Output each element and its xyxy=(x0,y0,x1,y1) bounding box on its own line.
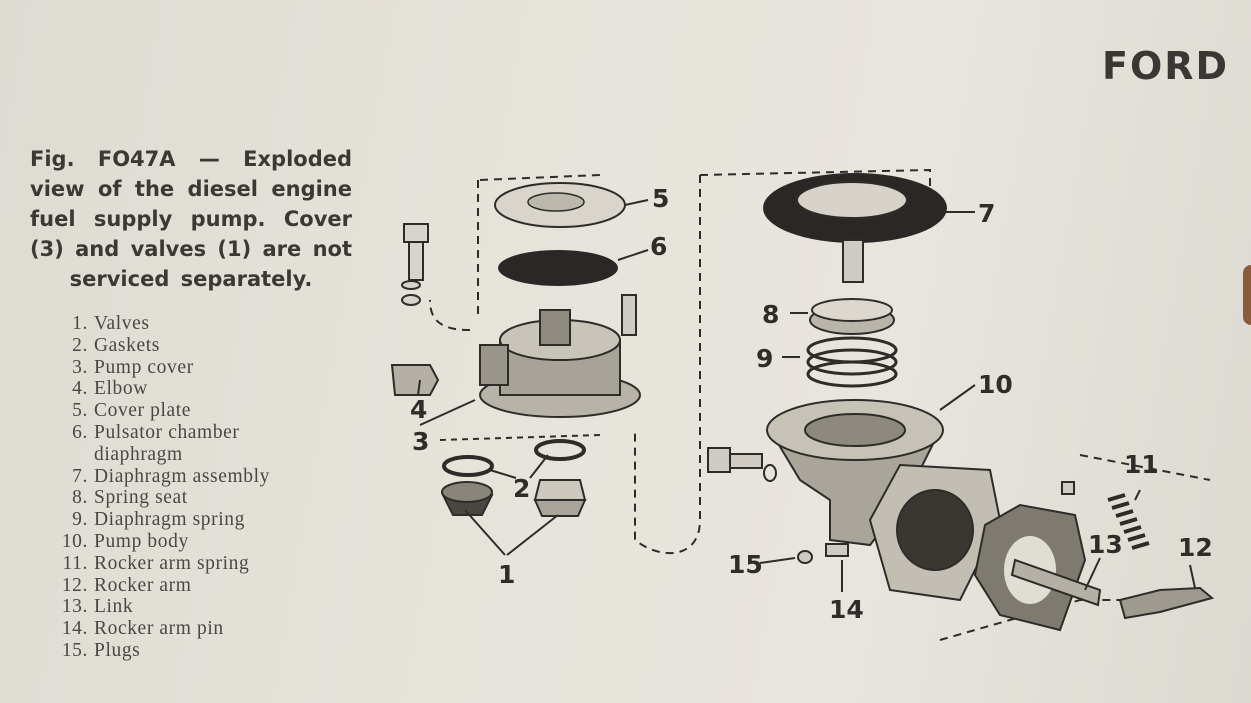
legend-item: 6.Pulsator chamber xyxy=(72,421,240,443)
callout-14: 14 xyxy=(829,595,864,624)
parts-legend: 1.Valves 2.Gaskets 3.Pump cover 4.Elbow … xyxy=(46,313,270,662)
callout-5: 5 xyxy=(652,184,669,213)
rocker-arm-spring-part xyxy=(1107,493,1150,550)
legend-item: 10.Pump body xyxy=(61,530,189,552)
legend-item: 13.Link xyxy=(61,596,134,618)
elbow-part xyxy=(390,364,440,396)
callout-4: 4 xyxy=(410,395,427,424)
valves-part xyxy=(441,479,587,517)
assembly-guide xyxy=(429,174,601,331)
callout-10: 10 xyxy=(978,370,1013,399)
callout-15: 15 xyxy=(728,550,763,579)
legend-item: 11.Rocker arm spring xyxy=(62,552,250,574)
pin-and-plug-parts xyxy=(797,481,1075,564)
spring-seat-part xyxy=(809,298,895,335)
callout-11: 11 xyxy=(1124,450,1159,479)
legend-item: 3.Pump cover xyxy=(72,356,194,378)
legend-item-continuation: diaphragm xyxy=(94,443,183,465)
leader-lines xyxy=(417,199,1196,592)
brand-header: FORD xyxy=(1102,44,1230,88)
screw-part xyxy=(621,294,637,336)
legend-item: 2.Gaskets xyxy=(72,334,160,356)
diaphragm-spring-part xyxy=(806,336,898,388)
callout-1: 1 xyxy=(498,560,515,589)
callout-7: 7 xyxy=(978,199,995,228)
legend-item: 8.Spring seat xyxy=(72,487,188,509)
legend-item: 12.Rocker arm xyxy=(61,574,192,596)
pump-body-part xyxy=(766,399,1002,602)
callout-9: 9 xyxy=(756,344,773,373)
rocker-arm-part xyxy=(1118,586,1215,620)
callout-13: 13 xyxy=(1088,530,1123,559)
legend-item: 4.Elbow xyxy=(72,378,148,400)
figure-caption: Fig. FO47A — Exploded view of the diesel… xyxy=(30,147,352,291)
callout-6: 6 xyxy=(650,232,667,261)
pump-cover-part xyxy=(479,309,641,418)
legend-item: 5.Cover plate xyxy=(72,400,192,422)
legend-item: 14.Rocker arm pin xyxy=(61,618,224,640)
callout-12: 12 xyxy=(1178,533,1213,562)
page-edge xyxy=(1243,265,1251,325)
pulsator-diaphragm-part xyxy=(498,250,618,286)
legend-item: 1.Valves xyxy=(72,313,150,334)
callout-labels: 5 6 7 8 9 10 4 3 2 1 11 12 13 14 15 xyxy=(410,184,1213,624)
cover-plate-part xyxy=(494,182,626,228)
callout-8: 8 xyxy=(762,300,779,329)
gaskets-part xyxy=(442,439,586,477)
callout-2: 2 xyxy=(513,474,530,503)
assembly-guide xyxy=(439,434,601,441)
legend-item: 15.Plugs xyxy=(61,639,141,661)
body-bolt-part xyxy=(707,447,777,482)
legend-item: 9.Diaphragm spring xyxy=(72,509,245,531)
callout-3: 3 xyxy=(412,427,429,456)
legend-item: 7.Diaphragm assembly xyxy=(72,465,270,487)
link-part xyxy=(1010,558,1102,607)
bolt-part xyxy=(401,223,429,306)
diaphragm-assembly-part xyxy=(763,173,947,283)
